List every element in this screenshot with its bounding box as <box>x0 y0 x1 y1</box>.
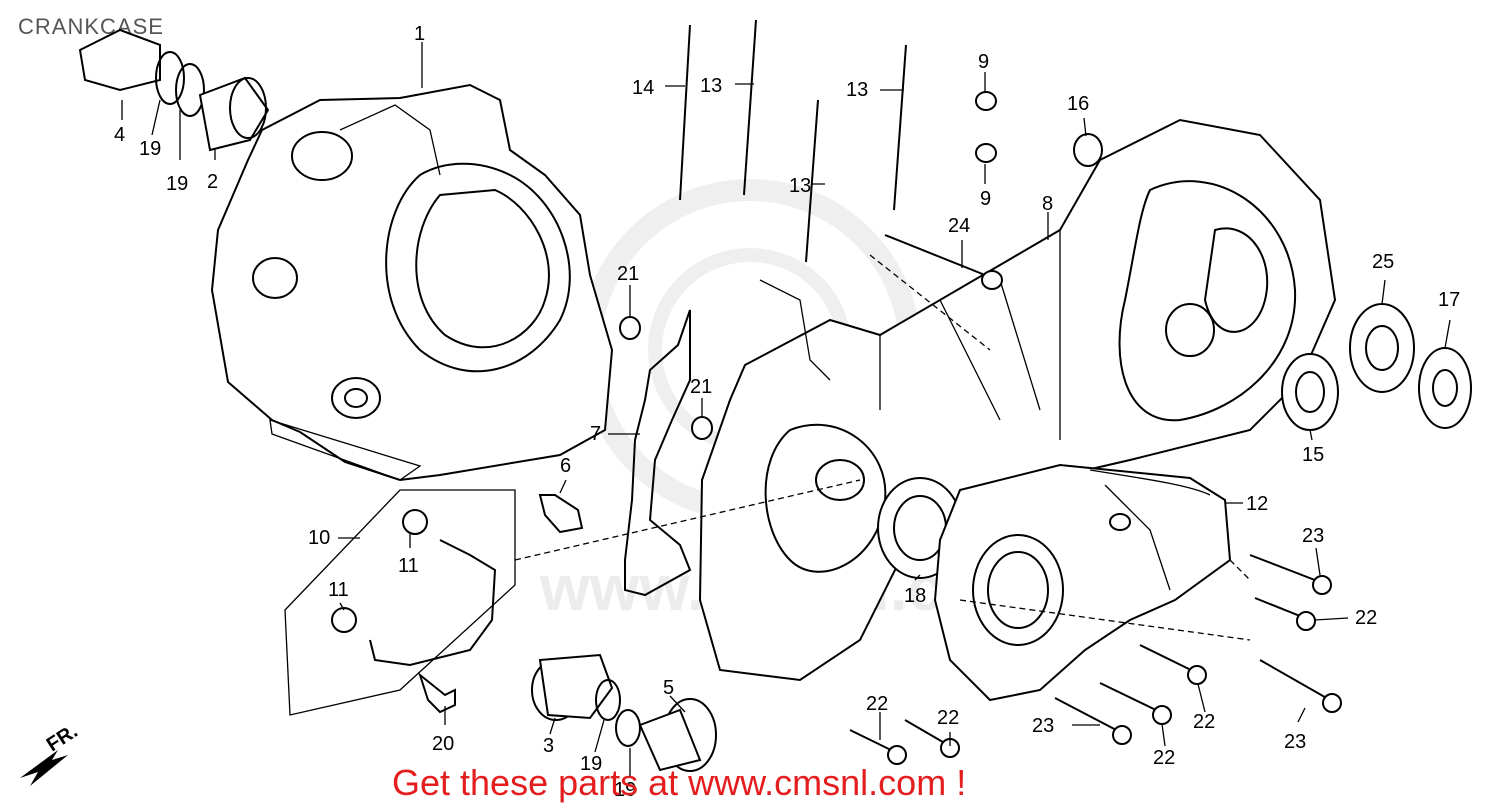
oil-strainer-cap[interactable] <box>531 653 621 721</box>
callout-25[interactable]: 25 <box>1372 251 1394 273</box>
callout-13-c[interactable]: 13 <box>846 79 868 101</box>
right-crankcase-cover[interactable] <box>933 463 1232 702</box>
callout-23-c[interactable]: 23 <box>1032 715 1054 737</box>
callout-22-a[interactable]: 22 <box>1355 607 1377 629</box>
callout-22-e[interactable]: 22 <box>937 707 959 729</box>
left-crankcase-half[interactable] <box>210 83 614 482</box>
callout-24[interactable]: 24 <box>948 215 970 237</box>
callout-9-lower[interactable]: 9 <box>980 188 991 210</box>
small-fasteners[interactable] <box>884 91 1103 290</box>
callout-19-c[interactable]: 19 <box>580 753 602 775</box>
callout-18[interactable]: 18 <box>904 585 926 607</box>
callout-23-a[interactable]: 23 <box>1302 525 1324 547</box>
callout-22-c[interactable]: 22 <box>1153 747 1175 769</box>
callout-7[interactable]: 7 <box>590 423 601 445</box>
callout-13-b[interactable]: 13 <box>789 175 811 197</box>
callout-17[interactable]: 17 <box>1438 289 1460 311</box>
callout-20[interactable]: 20 <box>432 733 454 755</box>
callout-10[interactable]: 10 <box>308 527 330 549</box>
callout-4[interactable]: 4 <box>114 124 125 146</box>
callout-5[interactable]: 5 <box>663 677 674 699</box>
callout-1[interactable]: 1 <box>414 23 425 45</box>
page-title: CRANKCASE <box>18 14 164 39</box>
callout-2[interactable]: 2 <box>207 171 218 193</box>
callout-12[interactable]: 12 <box>1246 493 1268 515</box>
callout-19-d[interactable]: 19 <box>614 779 636 801</box>
callout-6[interactable]: 6 <box>560 455 571 477</box>
oil-pipe-assembly[interactable] <box>284 489 516 716</box>
crankcase-gasket[interactable] <box>624 309 692 597</box>
callout-13-a[interactable]: 13 <box>700 75 722 97</box>
callout-leaders <box>121 42 1451 776</box>
callout-16[interactable]: 16 <box>1067 93 1089 115</box>
direction-label: FR. <box>43 720 82 756</box>
callout-3[interactable]: 3 <box>543 735 554 757</box>
front-direction-arrow: FR. <box>20 720 82 786</box>
callout-22-b[interactable]: 22 <box>1193 711 1215 733</box>
callout-21-lower[interactable]: 21 <box>690 376 712 398</box>
callout-19-b[interactable]: 19 <box>166 173 188 195</box>
hose-clip[interactable] <box>538 494 584 534</box>
callout-11-upper[interactable]: 11 <box>398 555 419 577</box>
callout-23-b[interactable]: 23 <box>1284 731 1306 753</box>
dowel-pins[interactable] <box>619 316 713 440</box>
assembly-guide-lines <box>514 254 1251 641</box>
cover-bolts[interactable] <box>849 554 1342 765</box>
callout-22-d[interactable]: 22 <box>866 693 888 715</box>
callout-11-lower[interactable]: 11 <box>328 579 349 601</box>
callout-8[interactable]: 8 <box>1042 193 1053 215</box>
callout-9-upper[interactable]: 9 <box>978 51 989 73</box>
callout-21-upper[interactable]: 21 <box>617 263 639 285</box>
drain-plug[interactable] <box>615 698 717 772</box>
crankcase-studs[interactable] <box>679 19 907 263</box>
top-left-seal-cap[interactable] <box>78 28 270 152</box>
cmsnl-footer-link[interactable]: Get these parts at www.cmsnl.com ! <box>392 762 967 803</box>
callout-numbers: 1 2 3 4 5 6 7 8 9 9 10 11 11 12 13 13 13… <box>114 23 1460 801</box>
callout-19-a[interactable]: 19 <box>139 138 161 160</box>
callout-14[interactable]: 14 <box>632 77 654 99</box>
callout-15[interactable]: 15 <box>1302 444 1324 466</box>
right-crankcase-half[interactable] <box>698 118 1337 682</box>
